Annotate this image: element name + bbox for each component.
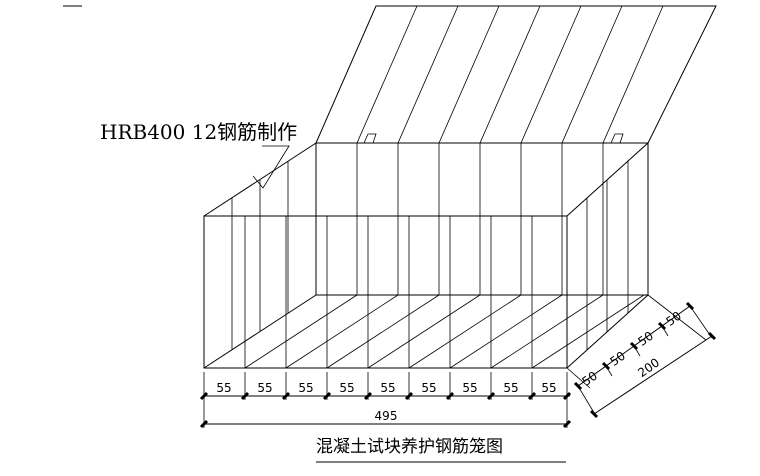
dim-ticks [199,391,572,401]
lid-bar [397,5,459,144]
bottom-bar [490,294,604,369]
bottom-bar [531,294,645,369]
lid-bar [602,5,664,144]
dim-value: 55 [339,381,354,395]
hinge [610,133,624,144]
lid-bar [356,5,418,144]
total-dim-ticks [199,419,572,429]
lid [315,5,717,144]
top-left-edge [203,142,317,217]
depth-dim-value: 50 [663,309,684,329]
lid-bar [479,5,541,144]
bottom-bar [326,294,440,369]
dim-value: 55 [216,381,231,395]
lid-bar [561,5,623,144]
front-face [203,215,568,369]
bottom-bar [244,294,358,369]
depth-total-value: 200 [635,355,662,380]
dim-value: 55 [380,381,395,395]
dim-value: 55 [541,381,556,395]
bottom-bar [449,294,563,369]
drawing-title: 混凝土试块养护钢筋笼图 [316,437,503,457]
bottom-bar [285,294,399,369]
cage-box [203,142,649,369]
lid-bar [520,5,582,144]
rebar-callout: HRB400 12钢筋制作 [100,120,297,189]
dim-value: 55 [421,381,436,395]
depth-dim-ticks [573,301,717,419]
bottom-right-edge [566,294,649,369]
lid-bar [438,5,500,144]
depth-dimension: 50 50 50 50 200 [566,294,717,419]
total-dim-line [593,335,713,415]
hinge [363,133,377,144]
dim-extension [647,294,707,341]
bottom-bar [408,294,522,369]
dim-extension [566,367,591,389]
leader-line [252,145,290,189]
dim-value: 55 [462,381,477,395]
dim-value: 55 [257,381,272,395]
bottom-bar [367,294,481,369]
rebar-label: HRB400 12钢筋制作 [100,120,297,144]
depth-dim-value: 50 [607,349,628,369]
total-length-value: 495 [375,409,398,423]
dim-value: 55 [503,381,518,395]
top-right-edge [566,142,649,217]
depth-dim-value: 50 [579,369,600,389]
lid-outline [315,5,717,144]
length-dimension: 55 55 55 55 55 55 55 55 55 495 [199,372,572,429]
dim-value: 55 [298,381,313,395]
depth-dim-value: 50 [635,329,656,349]
dim-extension [689,305,713,339]
